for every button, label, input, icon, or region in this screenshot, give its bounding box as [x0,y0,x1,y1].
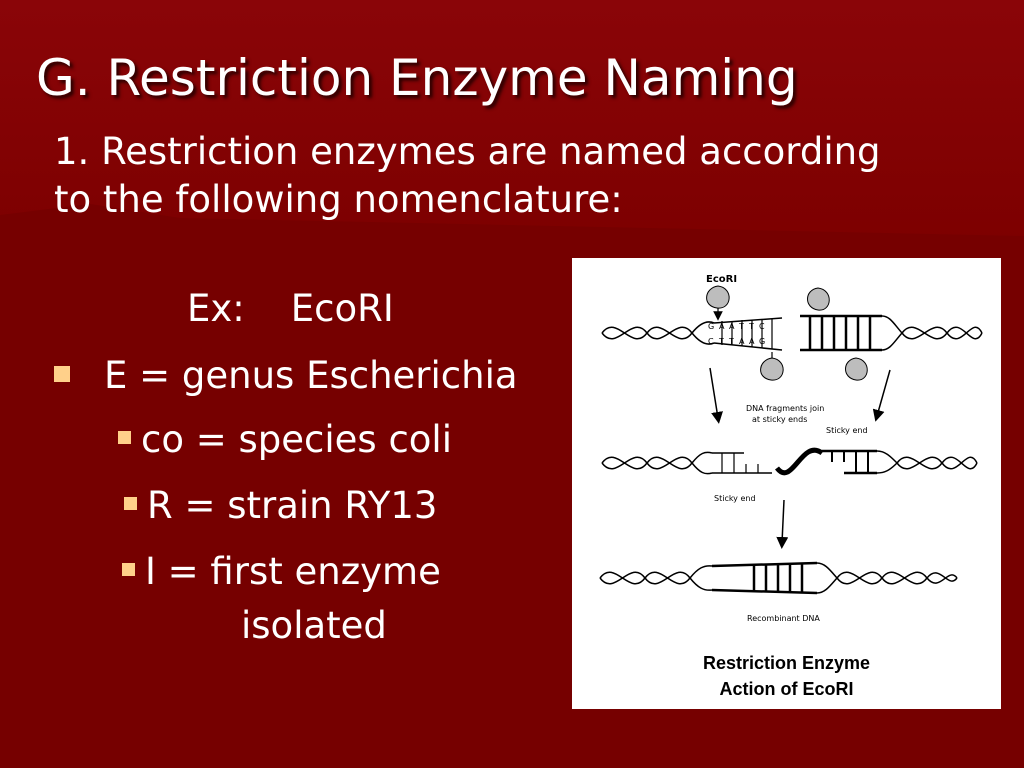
svg-text:A: A [719,322,725,331]
base-letters-row1: G A A T T C C T T A A G [708,322,765,346]
svg-text:T: T [738,322,744,331]
enzyme-icon-right-top [807,287,830,311]
arrow-down-right [872,369,891,422]
svg-text:T: T [748,322,754,331]
svg-text:A: A [729,322,735,331]
base-pairs-recombinant [752,564,804,592]
bullet-enzyme-order: I = first enzyme [122,548,441,596]
arrow-down-left [709,367,723,424]
square-bullet-icon [122,563,135,576]
enzyme-icon-top [706,285,730,321]
dna-fragment-right-row1 [800,314,983,352]
dna-helix-left-row1 [601,317,783,351]
ecori-diagram: G A A T T C C T T A A G EcoRI [572,258,1001,709]
figure-caption-line-1: Restriction Enzyme [702,653,871,673]
enzyme-label: EcoRI [706,274,737,285]
svg-text:G: G [759,337,765,346]
subtitle-line-2: to the following nomenclature: [54,178,623,221]
recombinant-dna-label: Recombinant DNA [747,614,820,623]
sticky-end-right-bases [831,451,869,473]
slide-subtitle: 1. Restriction enzymes are named accordi… [54,128,974,224]
figure-caption-line-2: Action of EcoRI [719,679,854,699]
subtitle-line-1: 1. Restriction enzymes are named accordi… [54,130,881,173]
bullet-strain: R = strain RY13 [124,482,437,530]
bullet-species: co = species coli [118,416,452,464]
enzyme-icon-right-bottom [845,357,868,381]
dna-fragment-right-row2 [822,449,978,475]
square-bullet-icon [124,497,137,510]
base-pairs-row1-right [808,316,872,350]
sticky-end-left-bases [721,453,759,473]
dna-helix-recombinant [599,561,958,595]
example-prefix: Ex: [187,287,245,330]
svg-text:C: C [708,337,714,346]
example-enzyme-name: EcoRI [290,287,394,330]
bullet-text: E = genus Escherichia [104,354,518,397]
wavy-connector [775,447,824,476]
square-bullet-icon [54,365,70,382]
bullet-genus: E = genus Escherichia [54,352,518,400]
bullet-continuation: isolated [241,604,387,647]
square-bullet-icon [118,431,131,444]
sticky-end-label-right: Sticky end [826,426,868,435]
enzyme-icon-bottom [760,352,784,381]
bullet-text: R = strain RY13 [147,484,438,527]
svg-text:A: A [739,337,745,346]
join-label-line-2: at sticky ends [752,415,807,424]
join-label-line-1: DNA fragments join [746,404,824,413]
ecori-diagram-drawing: G A A T T C C T T A A G EcoRI [599,274,983,623]
svg-text:T: T [718,337,724,346]
sticky-end-label-left: Sticky end [714,494,756,503]
svg-text:C: C [759,322,765,331]
svg-text:A: A [749,337,755,346]
example-line: Ex: EcoRI [187,285,394,333]
svg-text:T: T [728,337,734,346]
arrow-down-center [776,499,789,549]
svg-text:G: G [708,322,714,331]
bullet-text: I = first enzyme [145,550,441,593]
bullet-text: co = species coli [141,418,452,461]
slide-title: G. Restriction Enzyme Naming [36,49,798,107]
base-pairs-row1 [721,319,773,349]
background-band [0,0,1024,240]
